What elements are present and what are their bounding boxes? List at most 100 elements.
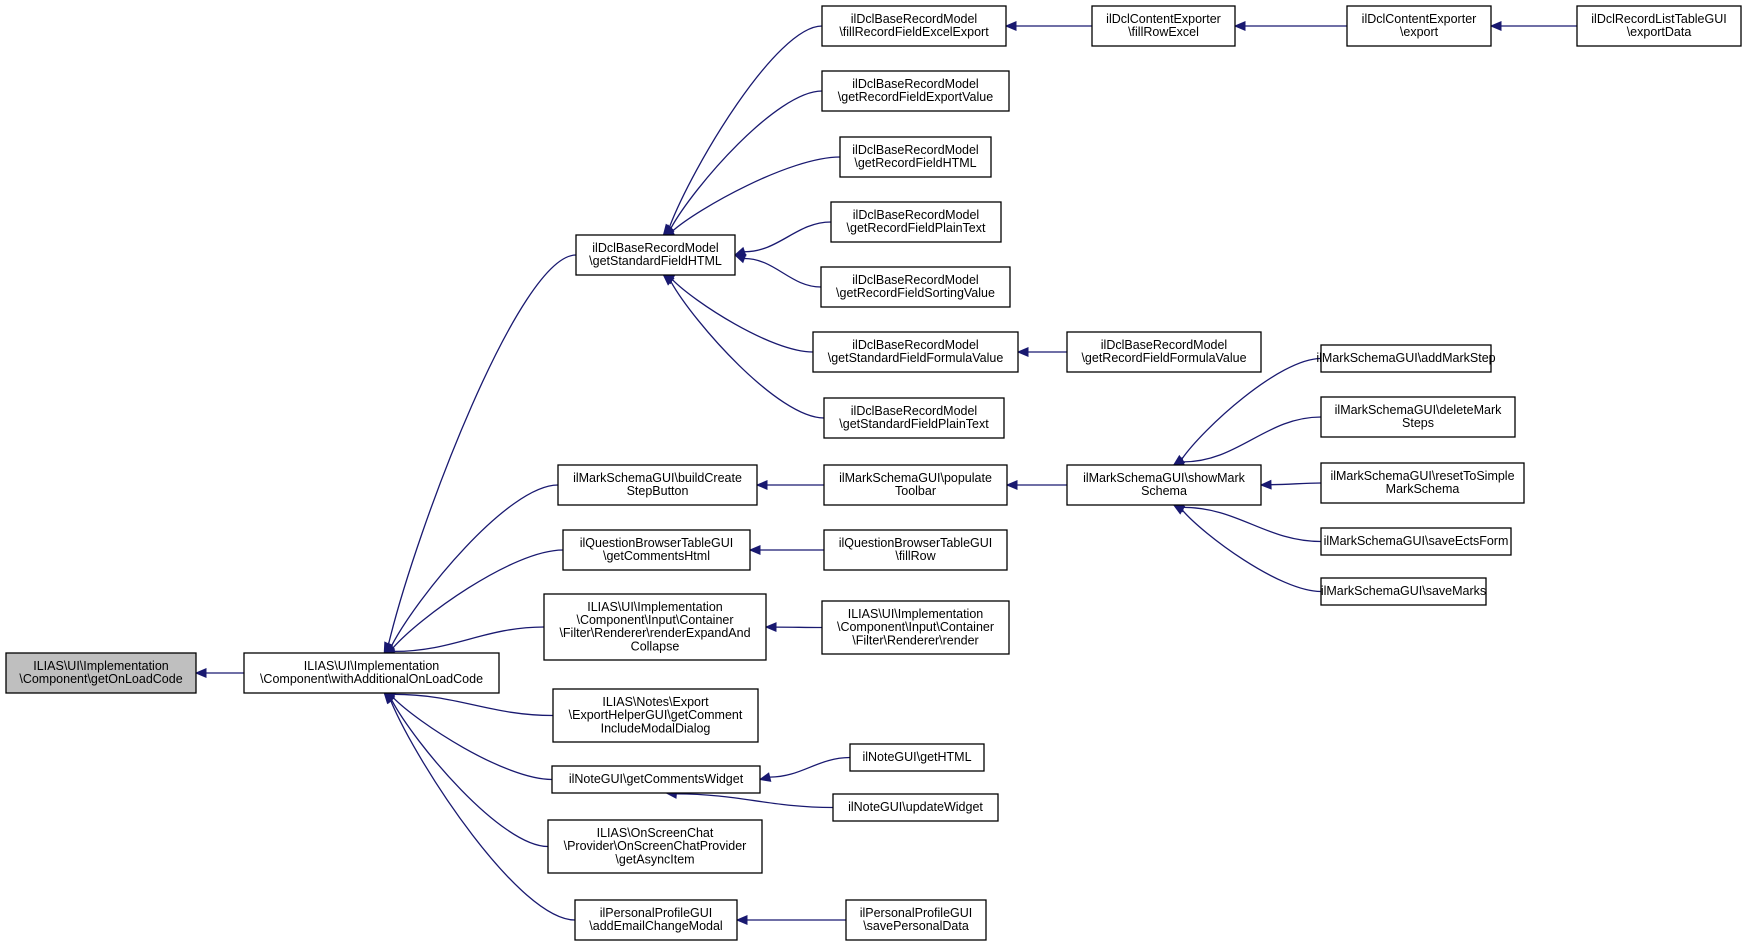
node-ilnotegui-getcommentswidget[interactable]: ilNoteGUI\getCommentsWidget	[551, 765, 761, 794]
edge-line	[672, 156, 841, 232]
edge-n2-to-n1	[383, 254, 577, 655]
node-ildclbaserecordmodel-getstandardfieldformulavalue[interactable]: ilDclBaseRecordModel\getStandardFieldFor…	[812, 331, 1019, 373]
node-label-line: Collapse	[631, 639, 680, 653]
node-ilquestionbrowsertablegui-fillrow[interactable]: ilQuestionBrowserTableGUI\fillRow	[823, 529, 1008, 571]
node-ilias-ui-implementation-component-withadditionalonloadcode[interactable]: ILIAS\UI\Implementation\Component\withAd…	[243, 652, 500, 694]
node-box	[849, 743, 985, 772]
edge-line	[670, 281, 825, 419]
arrowhead-icon	[1172, 504, 1186, 515]
node-ildclcontentexporter-export[interactable]: ilDclContentExporter\export	[1346, 5, 1492, 47]
node-ildclbaserecordmodel-getstandardfieldhtml[interactable]: ilDclBaseRecordModel\getStandardFieldHTM…	[575, 234, 736, 276]
node-box	[575, 234, 736, 276]
node-label-line: MarkSchema	[1386, 482, 1460, 496]
node-label-line: ilMarkSchemaGUI\addMarkStep	[1316, 351, 1495, 365]
node-label-line: Schema	[1141, 484, 1187, 498]
node-box	[1320, 396, 1516, 438]
arrowhead-icon	[733, 254, 747, 264]
edge-n29-to-n25	[1259, 479, 1322, 490]
node-label-line: ilMarkSchemaGUI\buildCreate	[573, 471, 742, 485]
edge-n17-to-n3	[755, 480, 824, 490]
node-label-line: ilDclBaseRecordModel	[852, 143, 978, 157]
arrowhead-icon	[662, 274, 675, 286]
node-ilnotegui-updatewidget[interactable]: ilNoteGUI\updateWidget	[832, 793, 999, 822]
node-box	[821, 70, 1010, 112]
node-box	[5, 652, 197, 694]
node-label-line: \getCommentsHtml	[603, 549, 710, 563]
node-label-line: StepButton	[627, 484, 689, 498]
node-ilmarkschemagui-addmarkstep[interactable]: ilMarkSchemaGUI\addMarkStep	[1316, 344, 1496, 373]
edge-line	[392, 549, 564, 649]
edge-n14-to-n2	[733, 254, 822, 288]
edge-line	[744, 257, 822, 288]
node-label-line: \fillRecordFieldExcelExport	[839, 25, 989, 39]
node-ilquestionbrowsertablegui-getcommentshtml[interactable]: ilQuestionBrowserTableGUI\getCommentsHtm…	[562, 529, 751, 571]
node-box	[562, 529, 751, 571]
node-ildclbaserecordmodel-getstandardfieldplaintext[interactable]: ilDclBaseRecordModel\getStandardFieldPla…	[823, 397, 1005, 439]
node-ildclcontentexporter-fillrowexcel[interactable]: ilDclContentExporter\fillRowExcel	[1091, 5, 1236, 47]
node-label-line: ilDclBaseRecordModel	[852, 338, 978, 352]
node-ilias-notes-export-exporthelpergui-getcomment-includemodaldialog[interactable]: ILIAS\Notes\Export\ExportHelperGUI\getCo…	[552, 688, 759, 743]
node-ilpersonalprofilegui-savepersonaldata[interactable]: ilPersonalProfileGUI\savePersonalData	[845, 899, 987, 941]
node-ildclbaserecordmodel-getrecordfieldformulavalue[interactable]: ilDclBaseRecordModel\getRecordFieldFormu…	[1066, 331, 1262, 373]
node-ildclbaserecordmodel-getrecordfieldexportvalue[interactable]: ilDclBaseRecordModel\getRecordFieldExpor…	[821, 70, 1010, 112]
edge-n20-to-n7	[758, 756, 851, 782]
node-label-line: ilNoteGUI\updateWidget	[848, 800, 983, 814]
node-label-line: \Component\withAdditionalOnLoadCode	[260, 672, 483, 686]
node-box	[1576, 5, 1742, 47]
node-box	[821, 5, 1007, 47]
node-label-line: ilQuestionBrowserTableGUI	[580, 536, 734, 550]
edge-n8-to-n1	[383, 692, 549, 848]
node-ilias-ui-implementation-component-input-container-filter-renderer-renderexpandand-collapse[interactable]: ILIAS\UI\Implementation\Component\Input\…	[543, 593, 767, 661]
arrowhead-icon	[758, 772, 772, 782]
node-label-line: ilPersonalProfileGUI	[860, 906, 973, 920]
node-ilias-onscreenchat-provider-onscreenchatprovider-getasyncitem[interactable]: ILIAS\OnScreenChat\Provider\OnScreenChat…	[547, 819, 763, 874]
arrowhead-icon	[755, 480, 768, 490]
edge-line	[1183, 416, 1322, 463]
node-ilnotegui-gethtml[interactable]: ilNoteGUI\getHTML	[849, 743, 985, 772]
edge-n23-to-n10	[1004, 21, 1092, 31]
edge-line	[671, 279, 814, 353]
edge-line	[1181, 357, 1322, 460]
edge-line	[1183, 506, 1322, 543]
node-label-line: ilDclContentExporter	[1106, 12, 1221, 26]
node-label-line: ilDclBaseRecordModel	[851, 12, 977, 26]
node-box	[543, 593, 767, 661]
node-label-line: \Filter\Renderer\renderExpandAnd	[559, 626, 750, 640]
node-label-line: \Filter\Renderer\render	[852, 633, 978, 647]
node-box	[820, 266, 1011, 308]
nodes-layer: ILIAS\UI\Implementation\Component\getOnL…	[5, 5, 1742, 941]
node-ildclrecordlisttablegui-exportdata[interactable]: ilDclRecordListTableGUI\exportData	[1576, 5, 1742, 47]
node-box	[1320, 577, 1487, 606]
node-ilmarkschemagui-savemarks[interactable]: ilMarkSchemaGUI\saveMarks	[1320, 577, 1487, 606]
node-label-line: ilDclBaseRecordModel	[853, 208, 979, 222]
node-ilias-ui-implementation-component-input-container-filter-renderer-render[interactable]: ILIAS\UI\Implementation\Component\Input\…	[821, 600, 1010, 655]
edge-n32-to-n26	[1489, 21, 1577, 31]
node-ildclbaserecordmodel-fillrecordfieldexcelexport[interactable]: ilDclBaseRecordModel\fillRecordFieldExce…	[821, 5, 1007, 47]
node-ilias-ui-implementation-component-getonloadcode[interactable]: ILIAS\UI\Implementation\Component\getOnL…	[5, 652, 197, 694]
node-box	[821, 600, 1010, 655]
node-label-line: \getStandardFieldPlainText	[839, 417, 989, 431]
edge-n16-to-n2	[662, 274, 825, 419]
node-label-line: \addEmailChangeModal	[589, 919, 722, 933]
node-label-line: ilMarkSchemaGUI\populate	[839, 471, 992, 485]
node-ilpersonalprofilegui-addemailchangemodal[interactable]: ilPersonalProfileGUI\addEmailChangeModal	[574, 899, 738, 941]
arrowhead-icon	[764, 622, 777, 633]
node-box	[1346, 5, 1492, 47]
node-label-line: Toolbar	[895, 484, 936, 498]
arrowhead-icon	[1489, 21, 1502, 31]
node-label-line: ilDclBaseRecordModel	[1101, 338, 1227, 352]
node-ildclbaserecordmodel-getrecordfieldsortingvalue[interactable]: ilDclBaseRecordModel\getRecordFieldSorti…	[820, 266, 1011, 308]
node-box	[1320, 344, 1492, 373]
node-label-line: ilDclBaseRecordModel	[852, 77, 978, 91]
arrowhead-icon	[1259, 479, 1272, 490]
arrowhead-icon	[735, 915, 748, 925]
node-label-line: ilMarkSchemaGUI\saveEctsForm	[1324, 534, 1509, 548]
node-ilmarkschemagui-saveectsform[interactable]: ilMarkSchemaGUI\saveEctsForm	[1320, 527, 1512, 556]
node-ildclbaserecordmodel-getrecordfieldplaintext[interactable]: ilDclBaseRecordModel\getRecordFieldPlain…	[830, 201, 1002, 243]
node-ildclbaserecordmodel-getrecordfieldhtml[interactable]: ilDclBaseRecordModel\getRecordFieldHTML	[839, 136, 992, 178]
